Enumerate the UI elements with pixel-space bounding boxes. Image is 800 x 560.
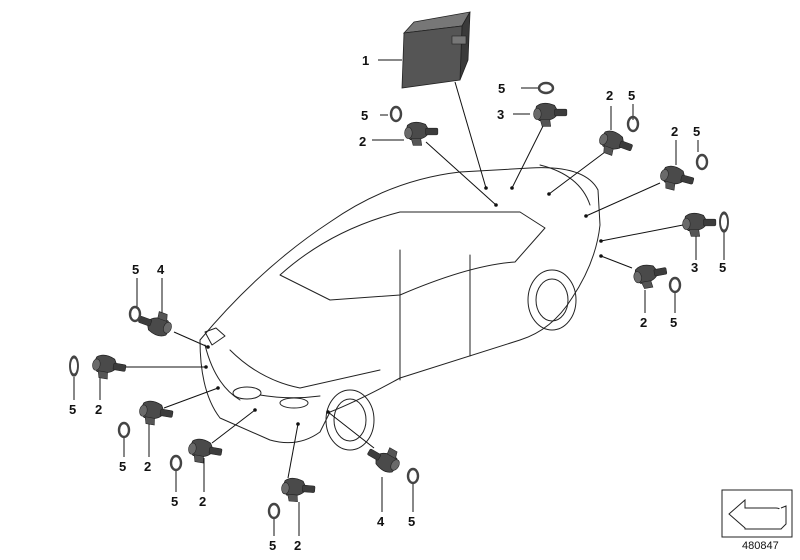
callout-label: 5	[408, 514, 415, 529]
sealing-ring-icon	[668, 276, 682, 294]
sealing-ring-icon	[169, 454, 183, 472]
pdc-sensor-icon	[682, 212, 717, 237]
callout-label: 5	[719, 260, 726, 275]
callout-labels: 1 5 3 5 2 2 5 2 5 3 5 2 5 5 4 5 2 5 2 5 …	[69, 53, 726, 553]
callout-label: 5	[269, 538, 276, 553]
callout-label: 5	[670, 315, 677, 330]
callout-label: 2	[144, 459, 151, 474]
pdc-sensor-icon	[657, 163, 697, 195]
callout-label: 2	[359, 134, 366, 149]
sealing-ring-icon	[68, 355, 80, 377]
sealing-ring-icon	[718, 211, 730, 233]
sealing-ring-icon	[406, 467, 420, 485]
diagram-id-number: 480847	[742, 540, 779, 552]
callout-label: 5	[171, 494, 178, 509]
callout-label: 5	[69, 402, 76, 417]
sealing-ring-icon	[389, 105, 403, 123]
sealing-ring-icon	[267, 502, 281, 520]
callout-label: 2	[294, 538, 301, 553]
callout-label: 5	[498, 81, 505, 96]
sealing-ring-icon	[695, 153, 709, 171]
direction-arrow-icon	[721, 489, 793, 538]
callout-label: 2	[640, 315, 647, 330]
callout-label: 4	[157, 262, 165, 277]
leader-lines	[73, 59, 725, 536]
pdc-sensor-icon	[137, 399, 175, 429]
callout-label: 2	[671, 124, 678, 139]
pdc-sensor-icon	[404, 121, 439, 146]
callout-label: 1	[362, 53, 369, 68]
pdc-sensor-icon	[90, 353, 128, 383]
pdc-sensor-icon	[631, 261, 670, 291]
pdc-sensor-icon	[280, 476, 316, 504]
callout-label: 5	[132, 262, 139, 277]
pdc-sensor-icon	[186, 437, 224, 467]
pdc-sensor-icon	[595, 127, 636, 162]
pdc-sensor-icon	[533, 102, 568, 127]
control-unit-icon	[401, 11, 471, 89]
callout-label: 5	[693, 124, 700, 139]
callout-label: 4	[377, 514, 385, 529]
callout-label: 5	[119, 459, 126, 474]
sealing-ring-icon	[537, 81, 555, 95]
callout-label: 5	[628, 88, 635, 103]
callout-label: 2	[199, 494, 206, 509]
callout-label: 2	[95, 402, 102, 417]
callout-label: 5	[361, 108, 368, 123]
sealing-ring-icon	[117, 421, 131, 439]
callout-label: 3	[497, 107, 504, 122]
pdc-sensor-icon	[135, 305, 176, 340]
callout-label: 3	[691, 260, 698, 275]
sealing-ring-icon	[128, 305, 142, 323]
car-outline	[199, 164, 601, 451]
callout-label: 2	[606, 88, 613, 103]
